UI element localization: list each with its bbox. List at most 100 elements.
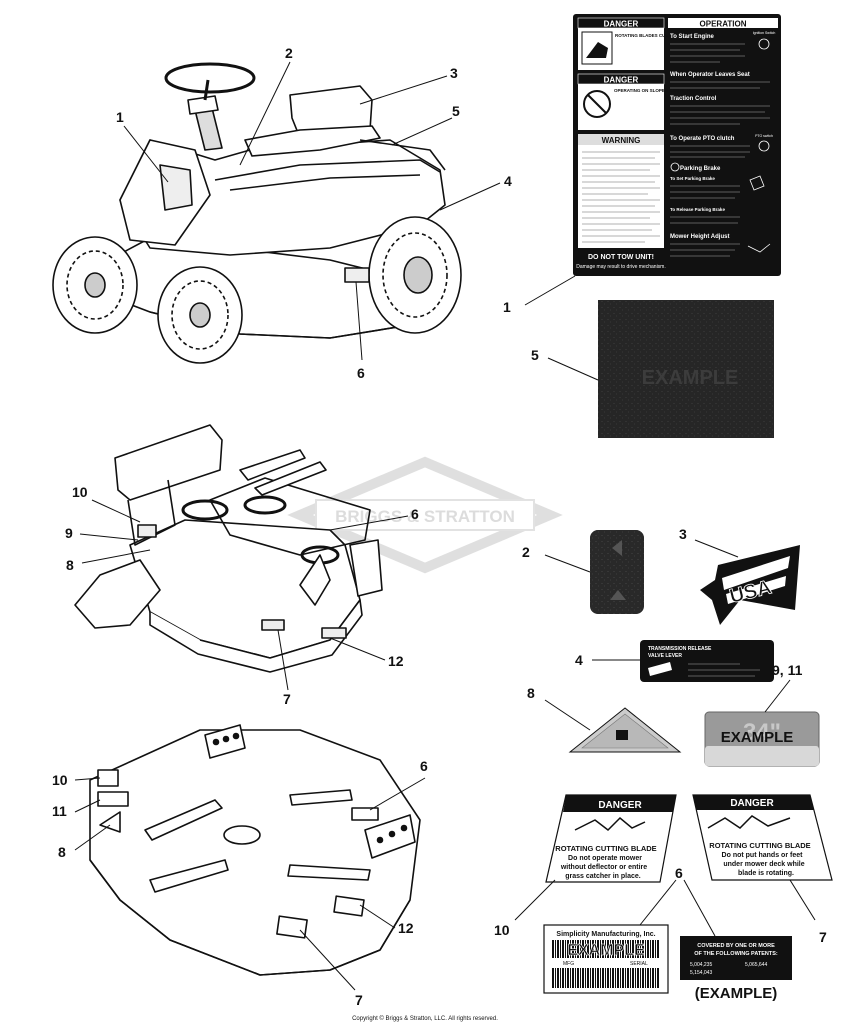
callout-9: 9 (65, 525, 73, 541)
decal1-parking: Parking Brake (680, 166, 721, 172)
callout-6b: 6 (411, 506, 419, 522)
leader-decal6 (639, 879, 716, 937)
decal911-size: 34" (743, 719, 781, 746)
callout-7c: 7 (819, 929, 827, 945)
decal1-tow: DO NOT TOW UNIT! (588, 254, 654, 261)
decal10-title: ROTATING CUTTING BLADE (555, 844, 656, 853)
operation-decal: DANGER ROTATING BLADES CUT OFF ARMS AND … (573, 14, 781, 276)
decal1-set-parking: To Set Parking Brake (670, 176, 715, 181)
decal1-operation: OPERATION (700, 20, 747, 29)
leader-decal5 (547, 357, 599, 381)
decal1-warning-lines (582, 151, 660, 243)
callout-3: 3 (450, 65, 458, 81)
decal-6-serial-label: Simplicity Manufacturing, Inc. EXAMPLE M… (543, 924, 669, 994)
decal1-tow-sub: Damage may result to drive mechanism. (576, 264, 665, 270)
decal7-line2: under mower deck while (723, 861, 804, 868)
deck-leader-lines (79, 499, 409, 691)
callout-8: 8 (66, 557, 74, 573)
callout-10: 10 (72, 484, 88, 500)
leader-decal1 (524, 275, 576, 306)
decal6b-p1: 5,004,235 (690, 962, 712, 968)
decal1-danger-mid-text: OPERATING ON SLOPES CAN BE DANGEROUS (614, 88, 717, 93)
decal6a-mfr: Simplicity Manufacturing, Inc. (556, 931, 655, 938)
decal4-line2: VALVE LEVER (648, 653, 682, 659)
decal6b-p2: 5,065,644 (745, 962, 767, 968)
decal1-operation-lines (670, 43, 770, 257)
watermark-text: BRIGGS & STRATTON (335, 507, 515, 526)
leader-decal7 (789, 879, 816, 921)
callout-8b: 8 (527, 685, 535, 701)
deck-shell-illustration (89, 724, 421, 976)
callout-2b: 2 (522, 544, 530, 560)
callout-8c: 8 (58, 844, 66, 860)
callout-10b: 10 (52, 772, 68, 788)
decal1-ignition: Ignition Switch (753, 31, 776, 35)
callout-7: 7 (283, 691, 291, 707)
decal7-line3: blade is rotating. (738, 870, 794, 877)
decal911-example: EXAMPLE (721, 729, 794, 746)
decal-3-usa: USA (700, 545, 800, 625)
callout-4b: 4 (575, 652, 583, 668)
decal-6-patents: COVERED BY ONE OR MORE OF THE FOLLOWING … (680, 936, 792, 1002)
callout-5b: 5 (531, 347, 539, 363)
decal-10-danger: DANGER ROTATING CUTTING BLADE Do not ope… (545, 794, 677, 883)
callout-9-11: 9, 11 (772, 662, 803, 678)
decal10-header: DANGER (598, 800, 642, 811)
leader-decal8 (544, 699, 591, 731)
decal1-warning: WARNING (602, 136, 641, 145)
decal6a-mfg: MFG (563, 961, 574, 967)
decal-2 (590, 530, 644, 614)
callout-6d: 6 (675, 865, 683, 881)
decal1-danger-top: DANGER (604, 20, 639, 29)
leader-decal10 (514, 879, 556, 921)
decal1-mower: Mower Height Adjust (670, 234, 729, 240)
decal6a-example: EXAMPLE (567, 942, 645, 959)
decal1-start: To Start Engine (670, 34, 715, 40)
callout-6c: 6 (420, 758, 428, 774)
leader-decal2 (544, 554, 591, 573)
leader-decal3 (694, 539, 739, 558)
decal-7-danger: DANGER ROTATING CUTTING BLADE Do not put… (692, 794, 833, 881)
decal1-traction: Traction Control (670, 96, 717, 102)
decal10-line1: Do not operate mower (568, 855, 642, 862)
callout-2: 2 (285, 45, 293, 61)
mower-leader-lines (123, 61, 501, 361)
mower-deck-assembly (74, 424, 383, 673)
callout-4: 4 (504, 173, 512, 189)
shell-leader-lines (74, 777, 426, 991)
callout-3b: 3 (679, 526, 687, 542)
copyright-notice: Copyright © Briggs & Stratton, LLC. All … (352, 1016, 498, 1022)
decal4-line1: TRANSMISSION RELEASE (648, 646, 712, 652)
callout-12: 12 (388, 653, 404, 669)
callout-1: 1 (116, 109, 124, 125)
decal1-pto-side: PTO switch (755, 134, 773, 138)
decal-8-triangle (568, 707, 682, 753)
decal1-leaves: When Operator Leaves Seat (670, 72, 750, 78)
riding-mower-illustration (52, 62, 462, 364)
decal-5-example: EXAMPLE (598, 300, 774, 438)
decal7-title: ROTATING CUTTING BLADE (709, 841, 810, 850)
callout-6: 6 (357, 365, 365, 381)
callout-1b: 1 (503, 299, 511, 315)
decal1-danger-top-text: ROTATING BLADES CUT OFF ARMS AND LEGS (615, 33, 717, 38)
callout-11: 11 (52, 803, 67, 819)
decal1-danger-mid: DANGER (604, 76, 639, 85)
decal-4-transmission: TRANSMISSION RELEASE VALVE LEVER (640, 640, 774, 682)
callout-10c: 10 (494, 922, 510, 938)
callout-12b: 12 (398, 920, 414, 936)
decal1-pto: To Operate PTO clutch (670, 136, 735, 142)
decal6a-serial: SERIAL (630, 961, 648, 967)
decal10-line2: without deflector or entire (560, 864, 647, 871)
decal6b-p3: 5,154,043 (690, 970, 712, 976)
callout-5: 5 (452, 103, 460, 119)
callout-7b: 7 (355, 992, 363, 1008)
decal7-header: DANGER (730, 798, 774, 809)
decal7-line1: Do not put hands or feet (722, 852, 804, 859)
decal10-line3: grass catcher in place. (565, 873, 641, 880)
decal6b-caption: (EXAMPLE) (695, 985, 778, 1002)
decal6b-line2: OF THE FOLLOWING PATENTS: (694, 951, 778, 957)
decal-9-11-size: 34" EXAMPLE (704, 711, 820, 767)
decal6b-line1: COVERED BY ONE OR MORE (697, 943, 775, 949)
leader-decal911 (764, 679, 791, 713)
